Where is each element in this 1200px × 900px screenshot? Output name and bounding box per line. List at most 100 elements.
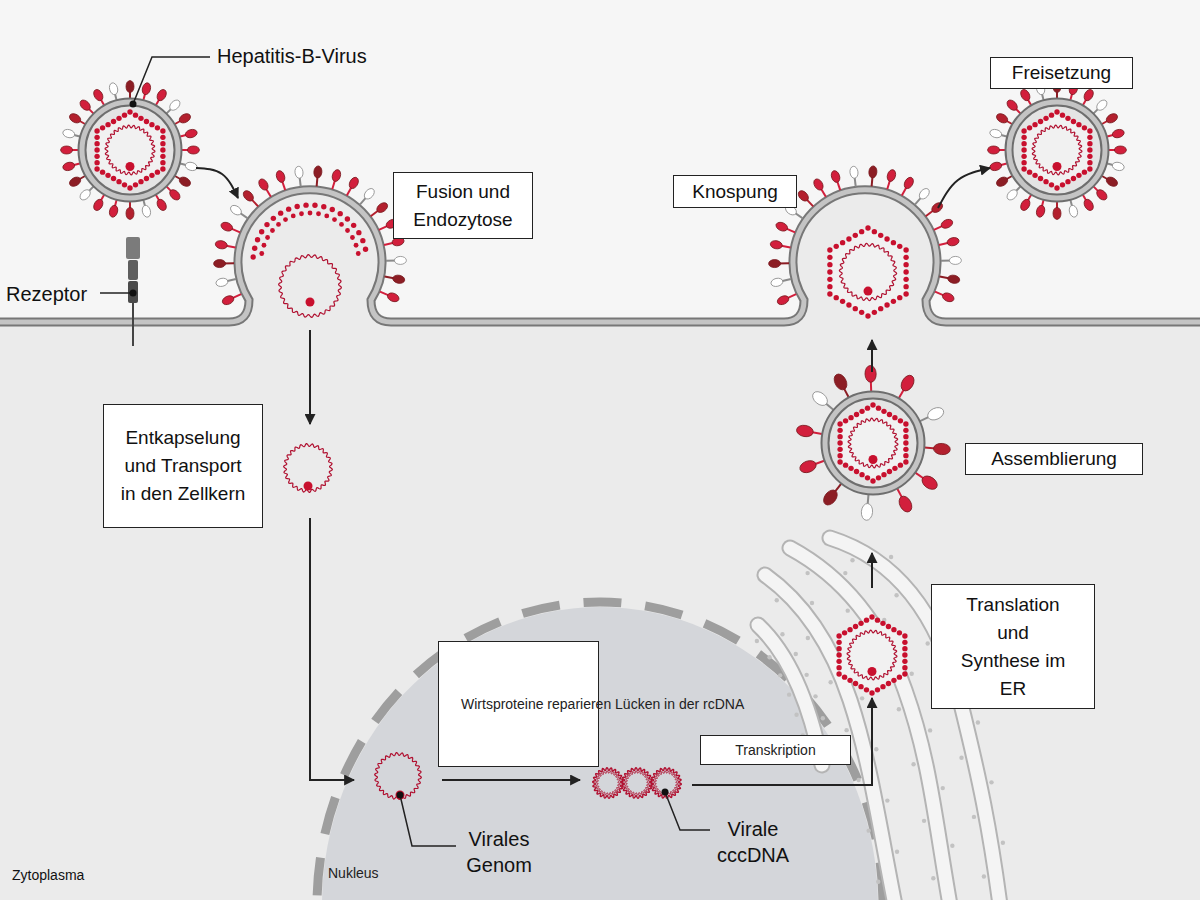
- endocytosis-vesicle: [275, 170, 286, 184]
- assembling-virus: [825, 395, 921, 491]
- assembling-virus: [865, 365, 877, 394]
- endocytosis-vesicle: [306, 298, 315, 307]
- assembling-virus: [898, 386, 906, 401]
- released-virus: [1092, 107, 1100, 115]
- endoplasmic-reticulum: [775, 598, 779, 602]
- virus-particle: [184, 128, 198, 139]
- assembling-virus: [798, 459, 818, 475]
- capsid: [836, 659, 841, 664]
- assembling-virus: [913, 471, 927, 481]
- process-box: Wirtsproteine reparieren Lücken in der r…: [438, 641, 599, 767]
- endocytosis-vesicle: [270, 228, 275, 233]
- released-virus: [1065, 179, 1070, 184]
- endocytosis-vesicle: [214, 259, 235, 267]
- endocytosis-vesicle: [345, 216, 350, 221]
- released-virus: [1087, 166, 1092, 171]
- assembling-virus: [903, 459, 908, 464]
- virus-particle: [69, 149, 81, 151]
- released-virus: [1004, 175, 1014, 181]
- virus-particle: [108, 82, 119, 96]
- endoplasmic-reticulum: [885, 798, 889, 802]
- endocytosis-vesicle: [385, 277, 397, 279]
- virus-particle: [108, 196, 121, 218]
- budding-virus: [884, 236, 889, 241]
- released-virus: [1065, 116, 1070, 121]
- assembling-virus: [837, 428, 842, 433]
- endocytosis-vesicle: [330, 207, 335, 212]
- endoplasmic-reticulum: [830, 538, 1000, 900]
- budding-virus: [934, 225, 945, 230]
- budding-virus: [834, 295, 839, 300]
- budding-virus: [812, 177, 829, 199]
- released-virus: [1099, 175, 1109, 181]
- process-arrow: [196, 168, 990, 785]
- virus-particle: [126, 199, 134, 219]
- viral-genome: [375, 753, 422, 800]
- budding-virus: [769, 259, 790, 267]
- budding-virus: [868, 166, 878, 187]
- virus-particle: [71, 134, 83, 137]
- endoplasmic-reticulum: [827, 738, 831, 742]
- budding-virus: [898, 176, 915, 198]
- step-label: Fusion und Endozytose: [407, 178, 519, 234]
- virus-particle: [139, 196, 152, 218]
- released-virus: [1027, 97, 1033, 107]
- virus-particle: [141, 204, 152, 218]
- endocytosis-vesicle: [255, 237, 260, 242]
- endocytosis-vesicle: [215, 275, 237, 287]
- budding-virus: [939, 273, 961, 285]
- capsid: [891, 627, 896, 632]
- budding-virus: [769, 166, 962, 319]
- budding-virus: [933, 288, 955, 303]
- dna-strand: [622, 768, 653, 799]
- endoplasmic-reticulum: [976, 720, 980, 724]
- endoplasmic-reticulum: [972, 815, 976, 819]
- budding-virus: [886, 169, 897, 183]
- budding-virus: [903, 277, 908, 282]
- budding-virus: [854, 175, 855, 187]
- budding-virus: [939, 242, 951, 245]
- released-virus: [998, 163, 1010, 166]
- region-label: Nukleus: [328, 864, 379, 882]
- released-virus: [1082, 97, 1088, 107]
- endoplasmic-reticulum: [911, 762, 915, 766]
- endoplasmic-reticulum: [897, 707, 901, 711]
- released-virus: [1009, 102, 1105, 198]
- released-virus: [1078, 88, 1095, 110]
- endocytosis-vesicle: [321, 204, 326, 209]
- endocytosis-vesicle: [224, 279, 236, 282]
- capsid: [902, 652, 907, 657]
- endocytosis-vesicle: [214, 166, 407, 318]
- assembling-virus: [865, 405, 870, 410]
- virus-particle: [100, 169, 105, 174]
- released-virus: [1068, 204, 1079, 218]
- assembling-virus: [867, 492, 868, 509]
- released-virus: [1111, 161, 1125, 172]
- step-label: Transkription: [735, 741, 815, 759]
- endoplasmic-reticulum: [758, 625, 822, 765]
- assembling-virus: [922, 447, 939, 448]
- assembling-virus: [848, 466, 853, 471]
- assembling-virus: [870, 377, 873, 394]
- budding-virus: [940, 277, 952, 279]
- endoplasmic-reticulum: [813, 694, 817, 698]
- released-virus: [1076, 122, 1081, 127]
- released-virus: [989, 159, 1011, 172]
- assembling-virus: [821, 487, 840, 507]
- endocytosis-vesicle: [360, 238, 365, 243]
- released-virus: [989, 128, 1003, 139]
- virus-particle: [94, 166, 99, 171]
- budding-virus: [903, 284, 908, 289]
- virus-particle: [82, 102, 178, 198]
- released-virus: [1021, 160, 1026, 165]
- virus-particle: [77, 175, 87, 181]
- endoplasmic-reticulum: [959, 660, 963, 664]
- virus-particle: [160, 147, 165, 152]
- assembling-virus: [869, 455, 878, 464]
- released-virus: [1087, 147, 1092, 152]
- released-virus: [1082, 192, 1088, 202]
- budding-virus: [796, 189, 810, 203]
- virus-particle: [133, 112, 138, 117]
- viral-genome: [284, 444, 333, 493]
- assembling-virus: [865, 365, 877, 382]
